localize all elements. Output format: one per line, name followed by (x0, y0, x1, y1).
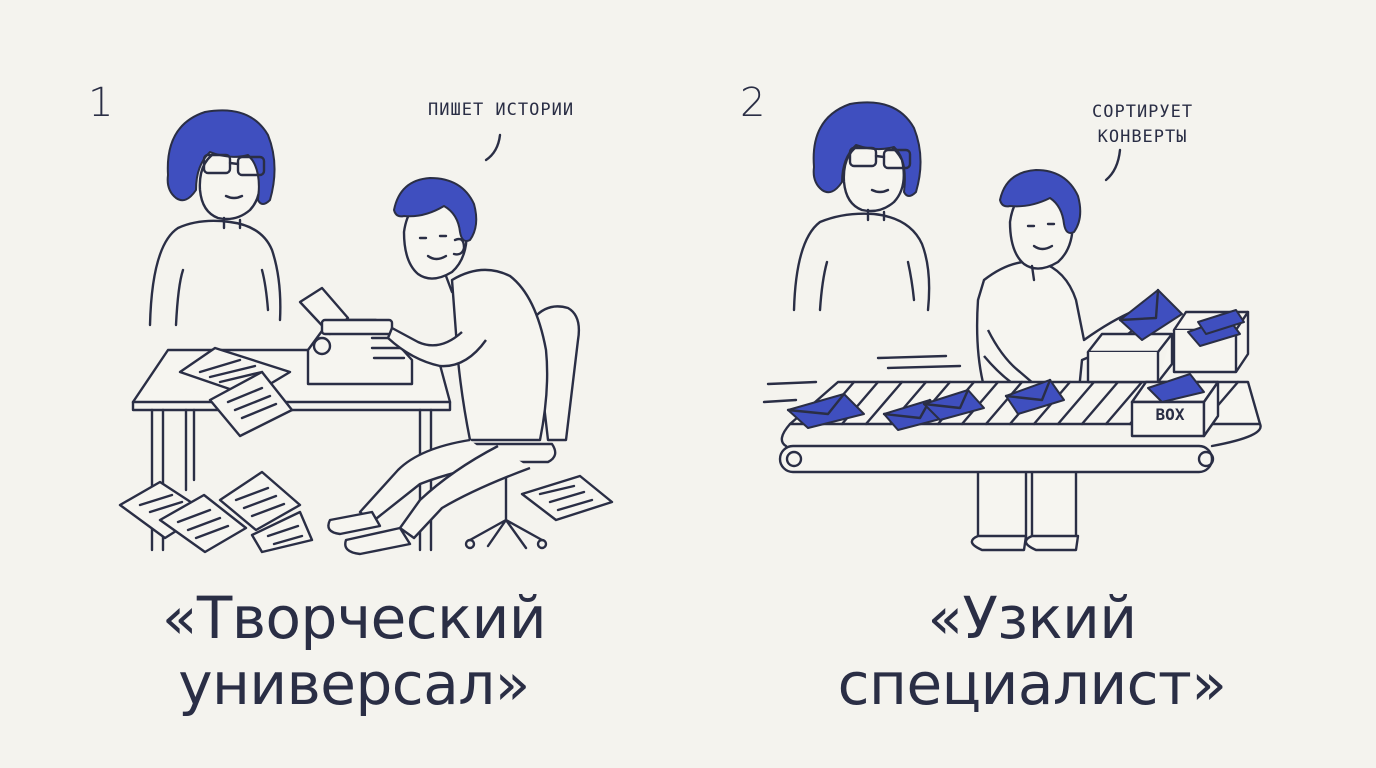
woman-observer (148, 109, 282, 327)
caption-line-2: универсал» (178, 650, 530, 718)
illustration-envelope-sorter (762, 101, 1262, 552)
caption-line-1: «Творческий (161, 584, 547, 652)
illustration-writer-at-typewriter (118, 109, 614, 556)
panel-creative-generalist: 1 ПИШЕТ ИСТОРИИ «Творческий универсал» (0, 80, 688, 717)
panel-number: 2 (740, 80, 766, 126)
caption-line-1: «Узкий (927, 584, 1137, 652)
box-label: BOX (1155, 405, 1185, 424)
woman-observer (792, 101, 931, 312)
speech-label: СОРТИРУЕТ КОНВЕРТЫ (1092, 102, 1194, 147)
envelopes (786, 288, 1245, 431)
panel-narrow-specialist: 2 СОРТИРУЕТ КОНВЕРТЫ BOX «Узкий специали… (688, 0, 1376, 768)
caption-line-2: специалист» (837, 650, 1227, 718)
speech-label: ПИШЕТ ИСТОРИИ (428, 100, 575, 120)
man-writer (327, 177, 549, 556)
typewriter (298, 286, 414, 386)
panel-number: 1 (88, 80, 114, 126)
panel-caption: «Узкий специалист» (688, 585, 1376, 717)
papers (118, 346, 614, 554)
man-sorter (970, 169, 1146, 552)
panel-caption: «Творческий универсал» (0, 585, 688, 717)
